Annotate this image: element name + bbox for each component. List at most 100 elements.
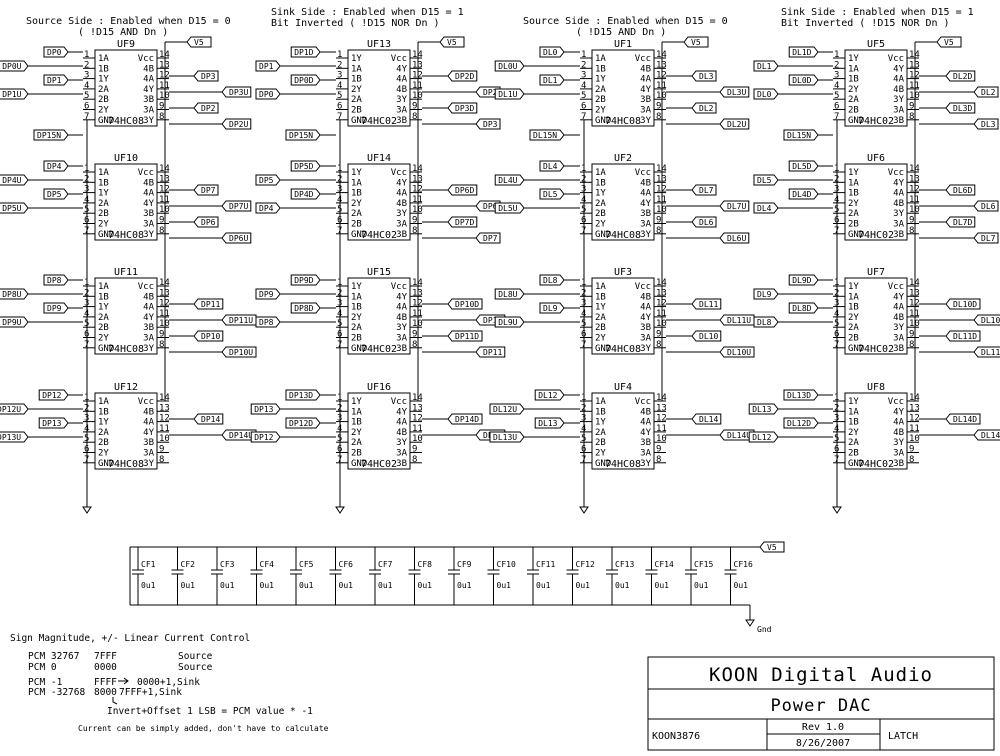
capacitor-value: 0u1 — [220, 581, 235, 590]
column-1-buses: V5 — [335, 36, 465, 514]
net-label-dl7-flag — [691, 184, 717, 196]
net-label-dp3d: DP3D — [455, 104, 474, 113]
capacitor-value: 0u1 — [181, 581, 196, 590]
pin-name: 4B — [143, 64, 154, 74]
net-label-dp12-flag — [250, 431, 281, 443]
pin-number: 11 — [656, 81, 667, 91]
pin-number: 12 — [909, 71, 920, 81]
net-label-dp5d-flag — [290, 160, 321, 172]
net-label-dl7: DL7 — [981, 234, 996, 243]
net-label-dp7: DP7 — [483, 234, 498, 243]
net-label-dl14: DL14 — [981, 431, 1000, 440]
pin-name: 1B — [351, 418, 362, 428]
net-label-dp11-flag — [193, 298, 224, 310]
pin-number: 13 — [909, 60, 920, 70]
capacitor-value: 0u1 — [339, 581, 354, 590]
pin-name: 4Y — [893, 178, 904, 188]
column-3-buses: V5 — [832, 36, 962, 514]
chip-body — [347, 277, 411, 355]
pin-name: 2Y — [595, 220, 606, 230]
net-label-dl13u-flag — [489, 431, 525, 443]
pin-number: 11 — [656, 309, 667, 319]
net-label-dp12: DP12 — [42, 391, 61, 400]
net-label-dl11-flag — [691, 298, 722, 310]
pin-name: 2A — [595, 199, 606, 209]
net-label-dl15n-flag — [529, 129, 565, 141]
pin-number: 8 — [412, 112, 417, 122]
net-label-dp4u: DP4U — [2, 176, 21, 185]
net-label-dp8d: DP8D — [294, 304, 313, 313]
pin-name: 4B — [396, 428, 407, 438]
pin-name: 2Y — [848, 313, 859, 323]
arrow-icon — [118, 677, 129, 685]
net-label-dl3u: DL3U — [727, 88, 746, 97]
pin-name: GND — [98, 459, 114, 469]
net-label-dl5u-flag — [494, 202, 525, 214]
column-3-nets: DL1DDL1DL0DDL0DL15NDL2DDL2DL3DDL3DL5DDL5… — [748, 46, 1000, 443]
net-label-dp6: DP6 — [483, 202, 498, 211]
pin-name: 4Y — [893, 64, 904, 74]
header-col1-line2: Bit Inverted ( !D15 NOR Dn ) — [271, 18, 440, 29]
pin-number: 3 — [84, 71, 89, 81]
net-label-dp13: DP13 — [42, 419, 61, 428]
pin-name: 3A — [143, 449, 154, 459]
net-label-dp13u: DP13U — [0, 433, 21, 442]
chip-ref: UF8 — [867, 382, 885, 393]
pin-name: 1A — [98, 282, 109, 292]
pin-number: 10 — [159, 434, 170, 444]
column-0-buses: V5 — [82, 36, 212, 514]
net-label-dp7d: DP7D — [455, 218, 474, 227]
pin-number: 7 — [834, 112, 839, 122]
pin-name: 1A — [595, 282, 606, 292]
capacitor-ref: CF15 — [694, 560, 713, 569]
pin-name: 2A — [848, 438, 859, 448]
pin-name: 2A — [98, 199, 109, 209]
pin-number: 14 — [412, 164, 423, 174]
notes-row0-label: PCM 32767 — [28, 651, 79, 662]
net-label-dp2: DP2 — [201, 104, 216, 113]
net-label-dl3-flag — [973, 118, 999, 130]
pin-name: 4Y — [640, 313, 651, 323]
pin-number: 7 — [337, 112, 342, 122]
net-label-dl0-flag — [753, 88, 779, 100]
pin-name: 2Y — [351, 428, 362, 438]
net-label-dp6-flag — [193, 216, 219, 228]
header-col0-line1: Source Side : Enabled when D15 = 0 — [26, 16, 231, 27]
net-label-dp0u-flag — [0, 60, 29, 72]
chip-part-number: 74HC08 — [605, 116, 641, 127]
capacitor-ref: CF14 — [655, 560, 674, 569]
net-label-dl4d: DL4D — [792, 190, 811, 199]
pin-name: 4B — [143, 407, 154, 417]
pin-name: 3B — [396, 344, 407, 354]
net-label-dl2: DL2 — [699, 104, 714, 113]
pin-number: 3 — [834, 71, 839, 81]
net-label-dl14-flag — [973, 429, 1000, 441]
pin-number: 13 — [909, 403, 920, 413]
pin-number: 2 — [581, 60, 586, 70]
net-label-dp11-flag — [475, 346, 506, 358]
net-label-dl0d: DL0D — [792, 76, 811, 85]
pin-number: 1 — [581, 50, 586, 60]
pin-number: 6 — [337, 102, 342, 112]
chip-body — [844, 163, 908, 241]
header-col2-line1: Source Side : Enabled when D15 = 0 — [523, 16, 728, 27]
power-label-v5: V5 — [447, 38, 457, 47]
pin-number: 10 — [909, 319, 920, 329]
pin-name: 1Y — [595, 418, 606, 428]
notes-row2-result: 0000+1,Sink — [137, 677, 200, 688]
pin-name: 4B — [396, 199, 407, 209]
pin-number: 8 — [656, 112, 661, 122]
chip-part-number: 74HC08 — [108, 344, 144, 355]
pin-number: 9 — [412, 330, 417, 340]
pin-name: 3Y — [396, 209, 407, 219]
pin-name: Vcc — [635, 282, 651, 292]
net-label-dp0d-flag — [290, 74, 321, 86]
pin-number: 9 — [159, 445, 164, 455]
net-label-dp7: DP7 — [201, 186, 216, 195]
capacitor-value: 0u1 — [576, 581, 591, 590]
